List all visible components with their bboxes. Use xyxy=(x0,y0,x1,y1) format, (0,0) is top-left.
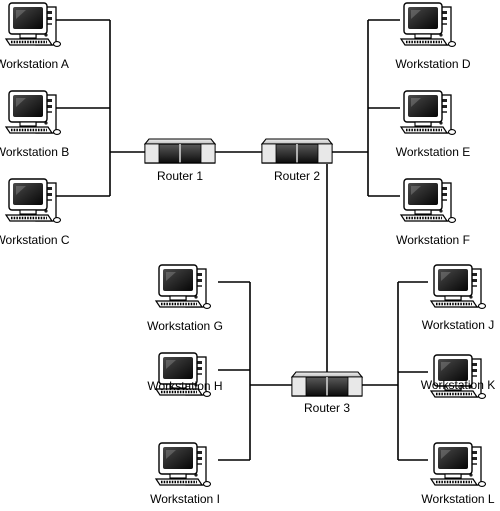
computer-icon xyxy=(4,90,62,135)
workstation-e: Workstation E xyxy=(396,90,470,159)
workstation-label: Workstation L xyxy=(421,492,494,506)
router-icon xyxy=(290,371,364,397)
computer-icon xyxy=(399,90,457,135)
router-3: Router 3 xyxy=(290,371,364,415)
workstation-label: Workstation B xyxy=(0,145,69,159)
computer-icon xyxy=(429,354,487,399)
router-2: Router 2 xyxy=(260,138,334,183)
computer-icon xyxy=(4,2,62,47)
router-icon xyxy=(143,138,217,164)
workstation-label: Workstation A xyxy=(0,57,69,71)
workstation-c: Workstation C xyxy=(0,178,70,247)
workstation-label: Workstation D xyxy=(395,57,470,71)
computer-icon xyxy=(4,178,62,223)
computer-icon xyxy=(429,442,487,487)
workstation-f: Workstation F xyxy=(396,178,470,247)
workstation-a: Workstation A xyxy=(0,2,69,71)
workstation-label: Workstation J xyxy=(422,318,494,332)
workstation-label: Workstation H xyxy=(147,379,222,393)
workstation-label: Workstation F xyxy=(396,233,470,247)
computer-icon xyxy=(399,2,457,47)
network-cables xyxy=(54,19,428,461)
workstation-i: Workstation I xyxy=(150,442,220,506)
computer-icon xyxy=(154,442,212,487)
workstation-k: Workstation K xyxy=(421,354,495,399)
workstation-h: Workstation H xyxy=(147,352,223,397)
router-icon xyxy=(260,138,334,164)
workstation-d: Workstation D xyxy=(395,2,471,71)
workstation-j: Workstation J xyxy=(422,264,494,332)
workstation-g: Workstation G xyxy=(147,264,223,333)
router-label: Router 2 xyxy=(274,169,320,183)
router-label: Router 3 xyxy=(304,401,350,415)
workstation-label: Workstation E xyxy=(396,145,470,159)
workstation-label: Workstation K xyxy=(421,378,495,392)
router-1: Router 1 xyxy=(143,138,217,183)
workstation-label: Workstation I xyxy=(150,492,220,506)
computer-icon xyxy=(154,352,212,397)
workstation-l: Workstation L xyxy=(421,442,495,506)
router-label: Router 1 xyxy=(157,169,203,183)
workstation-label: Workstation C xyxy=(0,233,70,247)
workstation-label: Workstation G xyxy=(147,319,223,333)
computer-icon xyxy=(429,264,487,309)
workstation-b: Workstation B xyxy=(0,90,69,159)
computer-icon xyxy=(154,264,212,309)
computer-icon xyxy=(399,178,457,223)
